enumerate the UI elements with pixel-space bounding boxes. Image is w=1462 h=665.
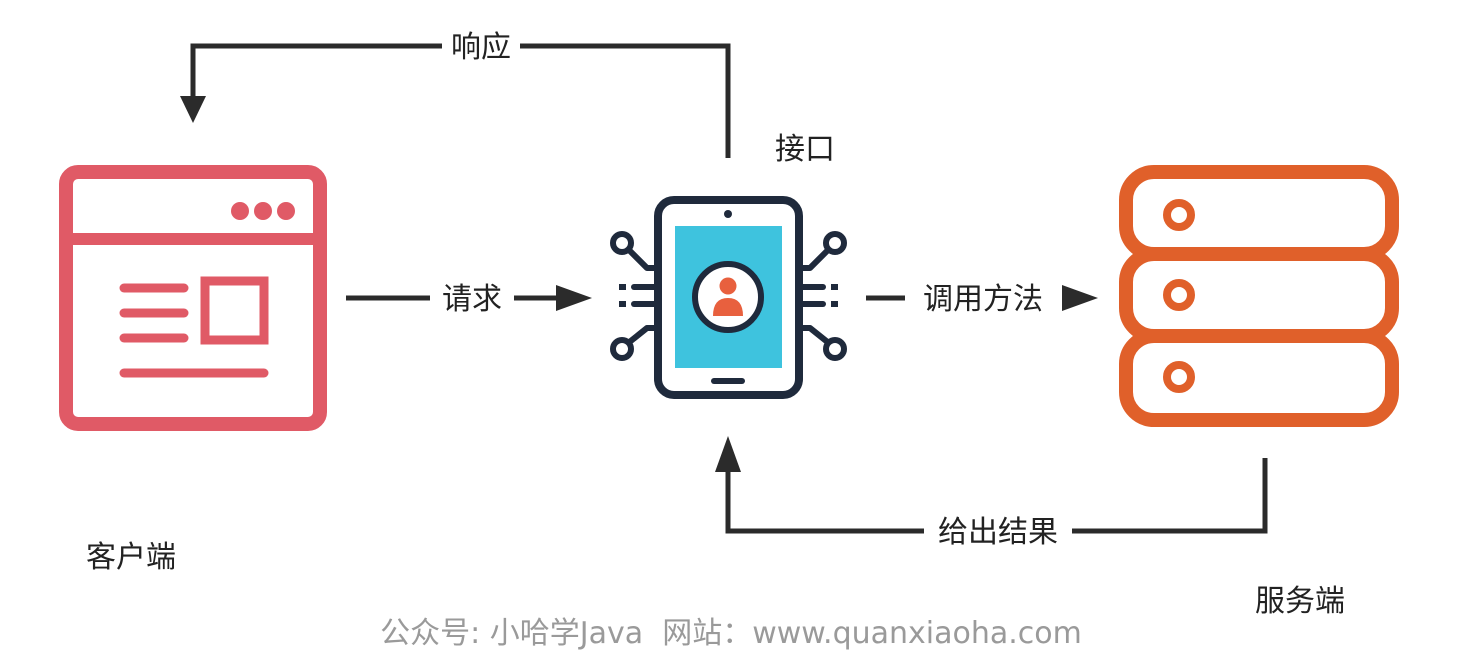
server-label: 服务端: [1255, 584, 1345, 619]
return-result-arrow: [715, 436, 1268, 534]
call-method-arrow: [866, 285, 1098, 311]
tablet-api-icon: [610, 196, 847, 399]
response-label: 响应: [451, 30, 511, 65]
return-result-label: 给出结果: [938, 515, 1058, 550]
interface-label: 接口: [775, 132, 835, 167]
watermark-text: 公众号: 小哈学Java 网站：www.quanxiaoha.com: [380, 616, 1082, 651]
browser-window-icon: [59, 165, 327, 431]
response-arrow: [180, 43, 731, 158]
call-method-label: 调用方法: [923, 282, 1043, 317]
server-stack-icon: [1119, 165, 1399, 427]
client-label: 客户端: [86, 540, 176, 575]
request-arrow: [346, 285, 592, 311]
request-label: 请求: [442, 282, 502, 317]
